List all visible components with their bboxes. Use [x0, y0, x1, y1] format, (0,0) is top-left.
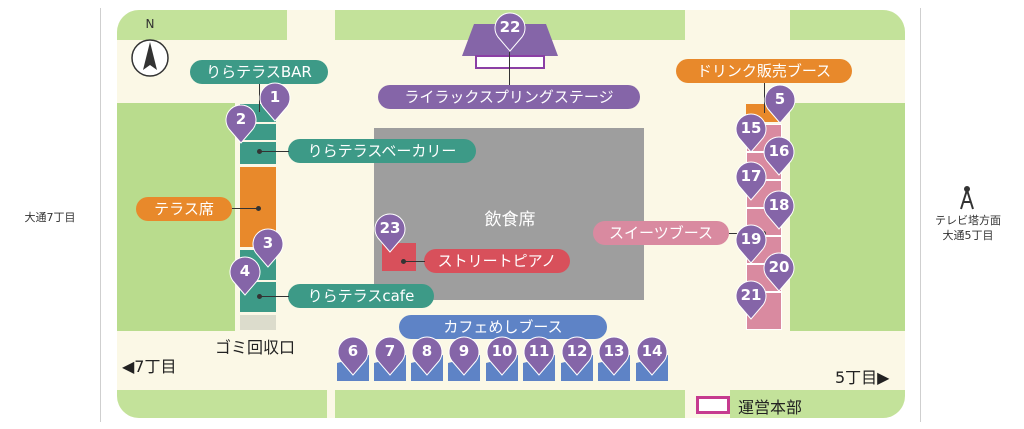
terrace-leader: [232, 208, 258, 209]
pin-2: 2: [225, 104, 257, 144]
left-divider: [100, 8, 101, 422]
right-area-label-line2: 大通5丁目: [942, 229, 994, 242]
left-area-label: 大通7丁目: [24, 211, 76, 224]
pin-14: 14: [636, 336, 668, 376]
grass-right: [790, 103, 905, 331]
pin-22-number: 22: [499, 18, 521, 36]
trash-area: [240, 315, 276, 330]
pin-18: 18: [763, 190, 795, 230]
pin-22: 22: [494, 12, 526, 52]
pin-12-number: 12: [566, 342, 588, 360]
pin-2-number: 2: [235, 110, 247, 128]
piano-leader: [403, 261, 425, 262]
terrace-seats-label: テラス席: [136, 197, 232, 221]
pin-15-number: 15: [740, 119, 762, 137]
cafe-dot: [257, 294, 262, 299]
pin-1-number: 1: [269, 88, 281, 106]
pin-7-number: 7: [384, 342, 396, 360]
grass-bottom-right: [730, 390, 905, 418]
sweets-label: スイーツブース: [593, 221, 729, 245]
pin-11: 11: [523, 336, 555, 376]
hq-legend-icon: [696, 396, 730, 414]
hq-legend-label: 運営本部: [738, 398, 803, 417]
piano-dot: [401, 259, 406, 264]
direction-5chome: 5丁目▶: [835, 368, 890, 387]
right-area-label-line1: テレビ塔方面: [935, 214, 1001, 227]
pin-6-number: 6: [347, 342, 359, 360]
pin-8: 8: [411, 336, 443, 376]
pin-21-number: 21: [740, 286, 762, 304]
grass-bottom-left: [117, 390, 327, 418]
grass-top-right: [790, 10, 905, 40]
pin-16-number: 16: [768, 142, 790, 160]
pin-23-number: 23: [379, 219, 401, 237]
stage-leader: [509, 52, 510, 86]
dining-area-label: 飲食席: [484, 210, 536, 230]
pin-7: 7: [374, 336, 406, 376]
cafe-meshi-label: カフェめしブース: [399, 315, 607, 339]
pin-23: 23: [374, 213, 406, 253]
pin-8-number: 8: [421, 342, 433, 360]
piano-label: ストリートピアノ: [424, 249, 570, 273]
right-area-label: テレビ塔方面 大通5丁目: [928, 213, 1008, 243]
pin-13: 13: [598, 336, 630, 376]
pin-4: 4: [229, 256, 261, 296]
cafe-label: りらテラスcafe: [288, 284, 434, 308]
compass-label: N: [145, 17, 155, 31]
trash-label: ゴミ回収口: [215, 338, 296, 357]
pin-18-number: 18: [768, 196, 790, 214]
drink-leader: [764, 83, 765, 113]
pin-4-number: 4: [239, 262, 251, 280]
grass-bottom-center: [335, 390, 685, 418]
pin-19-number: 19: [740, 230, 762, 248]
pin-20: 20: [763, 252, 795, 292]
pin-5: 5: [764, 84, 796, 124]
pin-19: 19: [735, 224, 767, 264]
pin-14-number: 14: [641, 342, 663, 360]
pin-9: 9: [448, 336, 480, 376]
pin-12: 12: [561, 336, 593, 376]
pin-3-number: 3: [262, 234, 274, 252]
pin-9-number: 9: [458, 342, 470, 360]
pin-16: 16: [763, 136, 795, 176]
bakery-leader: [259, 151, 289, 152]
pin-17-number: 17: [740, 167, 762, 185]
bakery-label: りらテラスベーカリー: [288, 139, 476, 163]
pin-1: 1: [259, 82, 291, 122]
pin-15: 15: [735, 113, 767, 153]
tv-tower-icon: [957, 186, 977, 210]
terrace-dot: [256, 206, 261, 211]
stage-label: ライラックスプリングステージ: [378, 85, 640, 109]
pin-17: 17: [735, 161, 767, 201]
pin-21: 21: [735, 280, 767, 320]
right-divider: [920, 8, 921, 422]
pin-3: 3: [252, 228, 284, 268]
pin-5-number: 5: [774, 90, 786, 108]
pin-11-number: 11: [528, 342, 550, 360]
pin-6: 6: [337, 336, 369, 376]
pin-10-number: 10: [491, 342, 513, 360]
cafe-leader: [259, 296, 289, 297]
direction-7chome: ◀7丁目: [122, 357, 177, 376]
compass-icon: [130, 20, 170, 78]
bar-label: りらテラスBAR: [190, 60, 328, 84]
pin-20-number: 20: [768, 258, 790, 276]
pin-10: 10: [486, 336, 518, 376]
drink-label: ドリンク販売ブース: [676, 59, 852, 83]
bakery-dot: [257, 149, 262, 154]
grass-top-left: [117, 10, 287, 40]
pin-13-number: 13: [603, 342, 625, 360]
